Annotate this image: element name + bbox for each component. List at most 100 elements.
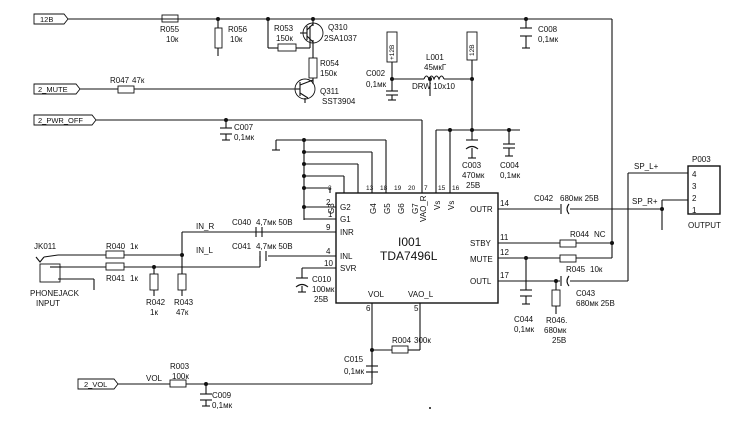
svg-text:9: 9 [326,223,331,232]
pin-stby: STBY [470,239,492,248]
svg-text:Q310: Q310 [328,23,348,32]
svg-text:R044: R044 [570,230,590,239]
svg-text:0,1мк: 0,1мк [344,367,365,376]
capacitor-c007: C007 0,1мк [220,123,255,142]
net-mute-flag: 2_MUTE [33,83,81,95]
capacitor-c015: C015 0,1мк [344,355,378,376]
resistor-r053: R053 150к [274,24,297,52]
svg-text:PHONEJACK: PHONEJACK [30,289,80,298]
capacitor-c042: C042 680мк 25В [534,194,599,215]
pin-vao-r: VAO_R [419,195,428,222]
capacitor-c044: C044 0,1мк [514,289,535,334]
svg-text:150к: 150к [320,69,337,78]
svg-text:NC: NC [594,230,606,239]
ic-tda7496l: I001 TDA7496L G2 2 G1 1 INR 9 INL 4 SVR … [324,185,509,313]
inductor-l001: L001 45мкГ DRW 10x10 [412,53,456,91]
svg-text:19: 19 [394,185,402,192]
svg-text:0,1мк: 0,1мк [538,35,559,44]
svg-text:DRW 10x10: DRW 10x10 [412,82,456,91]
resistor-r043: R043 47к [174,273,194,317]
connector-p003: P003 4 3 2 1 SP_L+ SP_R+ OUTPUT [632,155,721,230]
svg-text:0,1мк: 0,1мк [212,401,233,410]
svg-text:17: 17 [500,271,509,280]
svg-text:0,1мк: 0,1мк [500,171,521,180]
pin-g2: G2 [340,203,351,212]
svg-text:SP_R+: SP_R+ [632,197,658,206]
svg-text:C004: C004 [500,161,520,170]
svg-text:1к: 1к [130,274,138,283]
pin-g5: G5 [383,203,392,214]
svg-text:+12В: +12В [389,45,396,60]
resistor-r041: R041 1к [105,262,138,283]
svg-text:R047: R047 [110,76,130,85]
net-vol-flag: 2_VOL [77,378,119,390]
svg-text:R041: R041 [106,274,126,283]
capacitor-c008: C008 0,1мк [520,25,559,49]
svg-text:10к: 10к [166,35,179,44]
pin-svr: SVR [340,264,357,273]
svg-text:1: 1 [692,206,697,215]
capacitor-c003: C003 470мк 25В [462,139,485,190]
svg-text:45мкГ: 45мкГ [424,63,447,72]
pin-vs-15: Vs [433,201,442,210]
svg-text:6: 6 [366,304,371,313]
transistor-q310: Q310 2SA1037 [300,22,357,44]
svg-text:680мк: 680мк [544,326,567,335]
svg-text:10: 10 [324,259,333,268]
svg-text:SST3904: SST3904 [322,97,356,106]
svg-text:C008: C008 [538,25,558,34]
svg-text:1: 1 [328,210,333,219]
ground-symbol [272,140,280,151]
svg-text:C002: C002 [366,69,386,78]
svg-text:2SA1037: 2SA1037 [324,34,357,43]
svg-text:R042: R042 [146,298,166,307]
net-vol-text: 2_VOL [84,380,107,389]
svg-text:C003: C003 [462,161,482,170]
capacitor-c004: C004 0,1мк [500,143,521,180]
svg-text:100к: 100к [172,372,189,381]
svg-text:OUTPUT: OUTPUT [688,221,721,230]
svg-text:15: 15 [438,185,446,192]
net-mute-text: 2_MUTE [38,85,68,94]
pin-g1: G1 [340,215,351,224]
svg-text:1к: 1к [130,242,138,251]
svg-text:C041: C041 [232,242,252,251]
resistor-r054: R054 150к [308,57,340,79]
svg-text:16: 16 [452,185,460,192]
svg-text:C007: C007 [234,123,254,132]
svg-text:11: 11 [500,233,509,242]
svg-text:20: 20 [408,185,416,192]
svg-text:13: 13 [366,185,374,192]
svg-text:C043: C043 [576,289,596,298]
svg-text:0,1мк: 0,1мк [234,133,255,142]
pin-vs-16: Vs [447,201,456,210]
svg-text:C040: C040 [232,218,252,227]
capacitor-c041: C041 4,7мк 50В [232,242,293,261]
transistor-q311: Q311 SST3904 [294,78,356,106]
svg-text:680мк 25В: 680мк 25В [560,194,599,203]
pin-g7: G7 [411,203,420,214]
svg-text:C010: C010 [312,275,332,284]
svg-text:4: 4 [326,247,331,256]
svg-text:C042: C042 [534,194,554,203]
resistor-r004: R004 300к [391,336,431,354]
svg-text:JK011: JK011 [34,242,57,251]
svg-text:0,1мк: 0,1мк [514,325,535,334]
svg-text:R045: R045 [566,265,586,274]
net-pwr-off-flag: 2_PWR_OFF [33,114,97,126]
resistor-r055: R055 10к [160,14,180,44]
stray-dot [429,407,431,409]
phonejack-jk011: JK011 PHONEJACK INPUT [30,242,80,308]
svg-text:10к: 10к [590,265,603,274]
svg-text:4: 4 [692,170,697,179]
svg-text:R053: R053 [274,24,294,33]
svg-text:R003: R003 [170,362,190,371]
svg-text:470мк: 470мк [462,171,485,180]
ic-ref: I001 [398,235,422,249]
svg-text:C044: C044 [514,315,534,324]
rail-12v: 12В [466,31,478,61]
capacitor-c002: C002 0,1мк [366,69,398,101]
vol-line-label: VOL [146,374,163,383]
svg-text:3: 3 [692,182,697,191]
resistor-r045: R045 10к [559,254,603,274]
